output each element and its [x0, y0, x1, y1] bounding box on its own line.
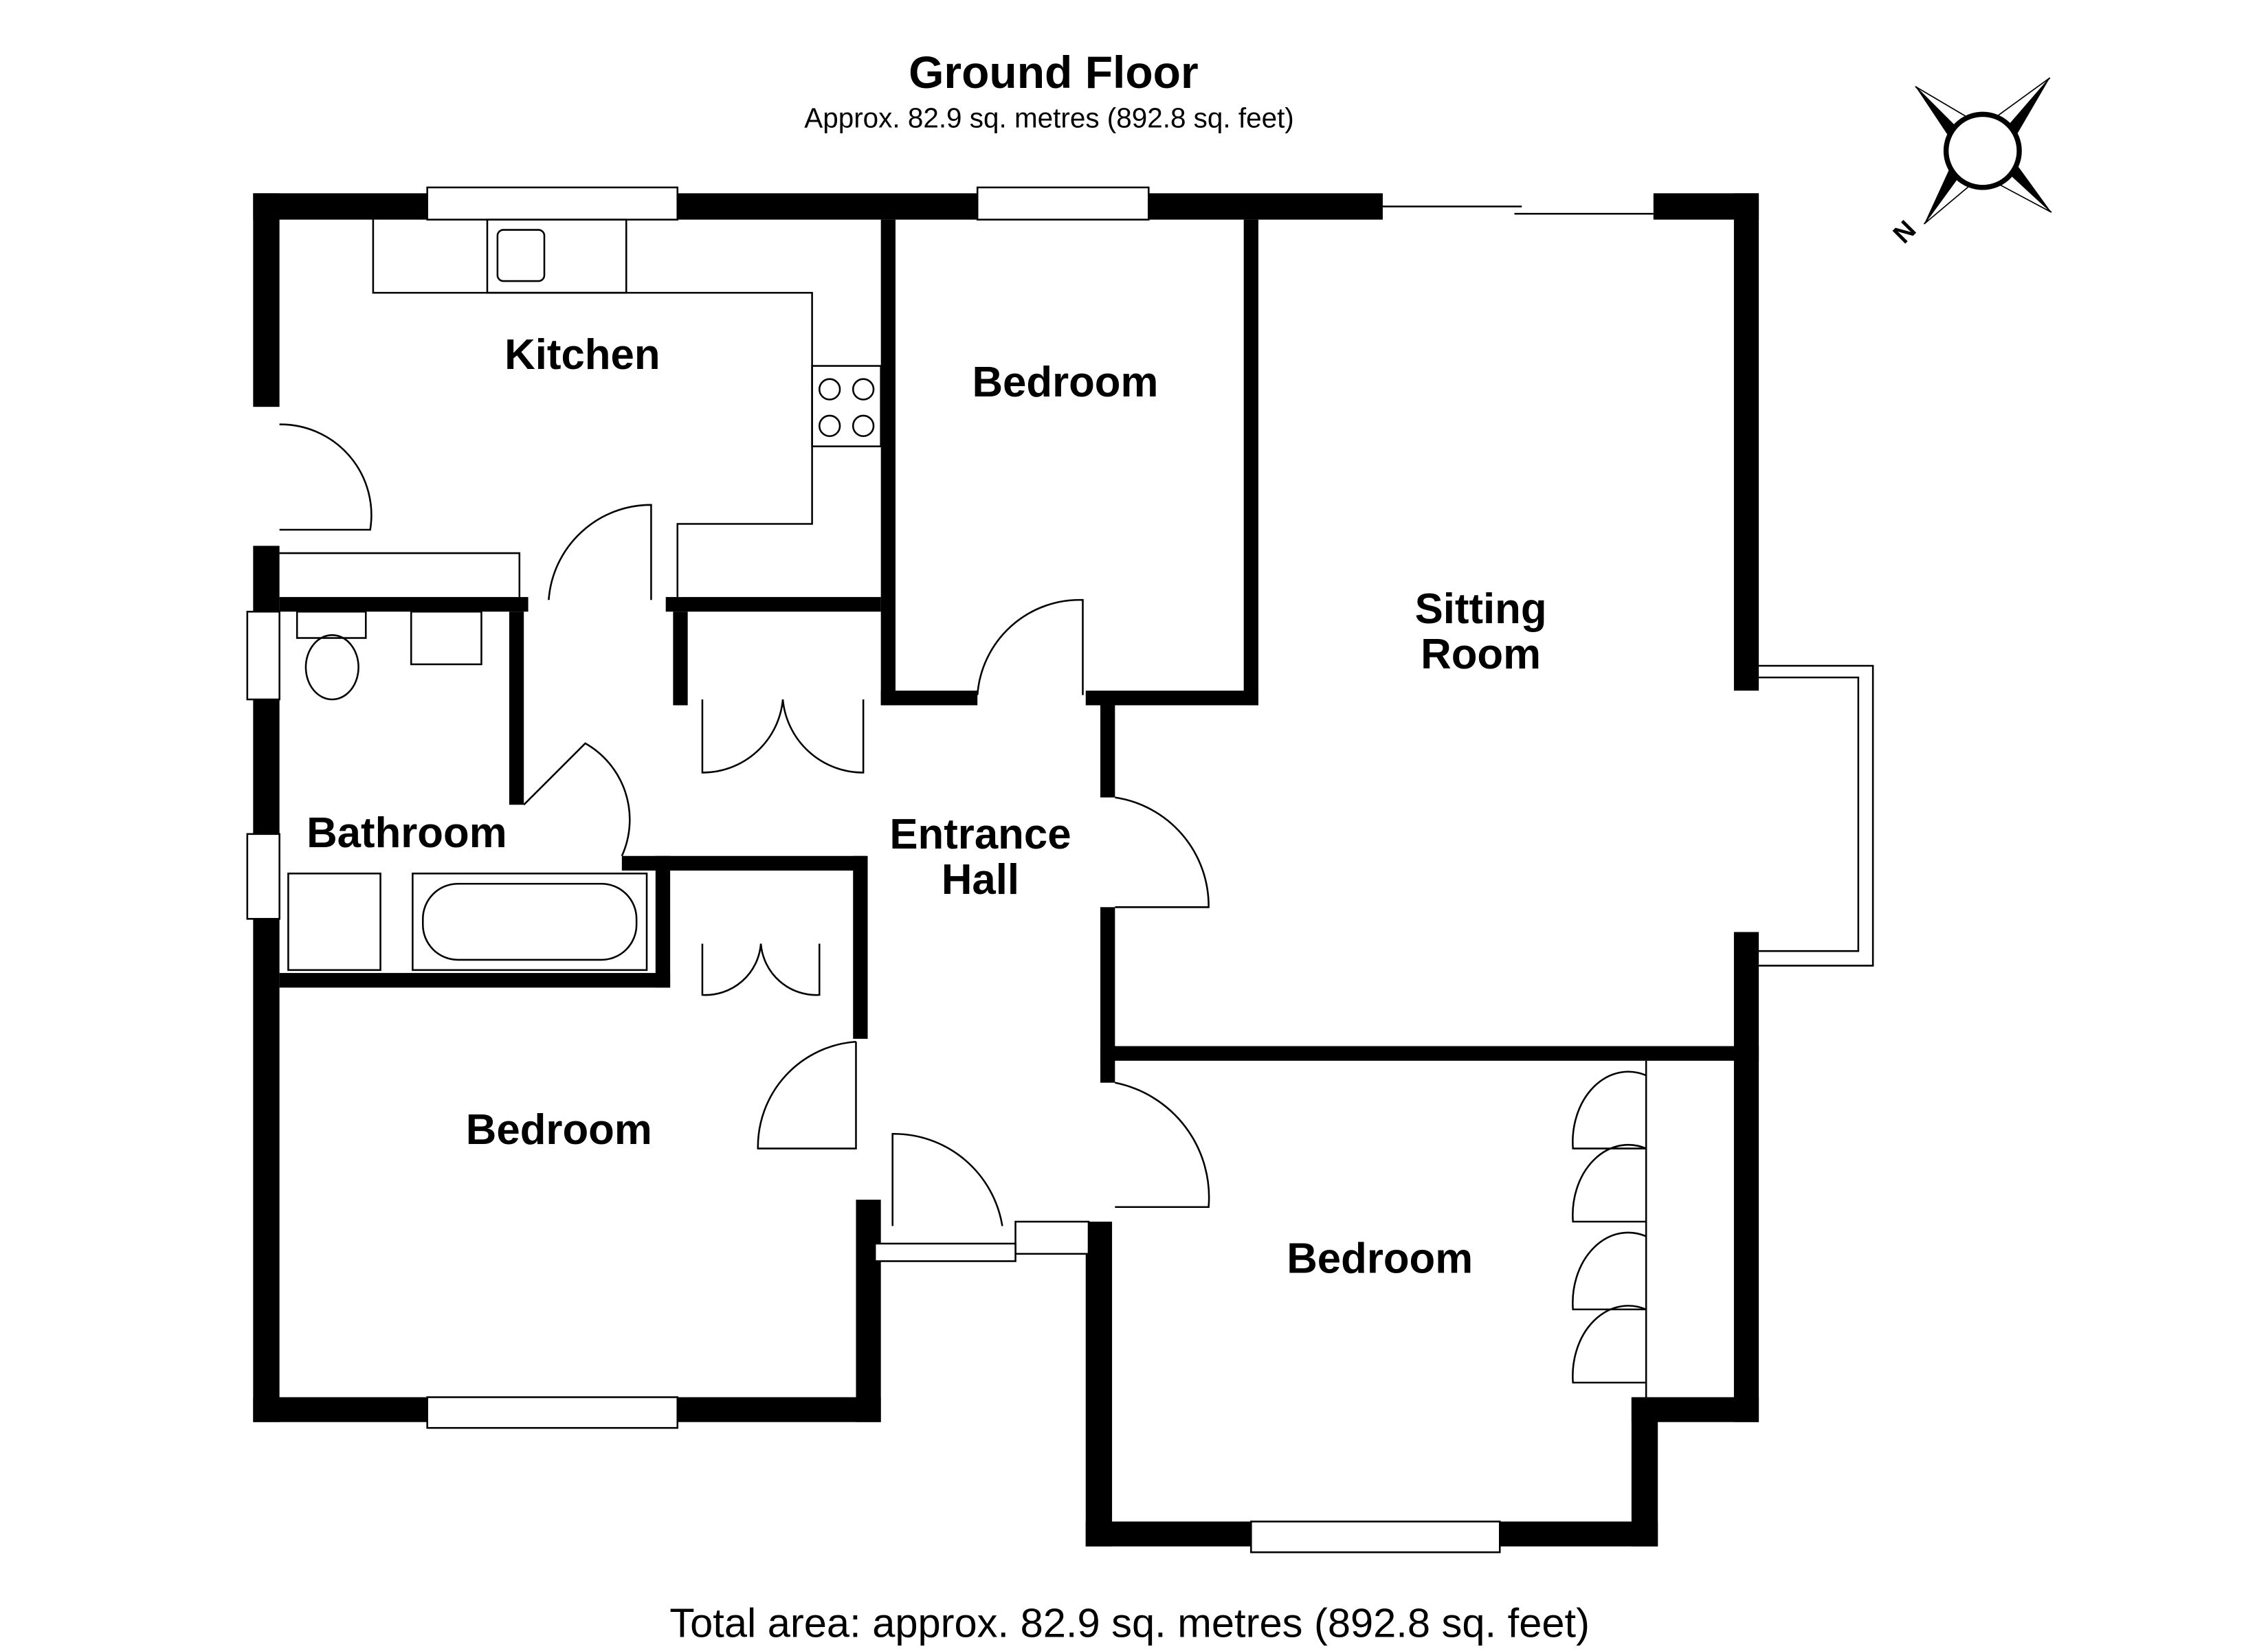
plan-title: Ground Floor [909, 47, 1199, 98]
room-label-hall-2: Hall [942, 856, 1019, 904]
room-label-bedroom-top: Bedroom [972, 359, 1158, 406]
room-label-bedroom-left: Bedroom [466, 1106, 652, 1154]
total-area: Total area: approx. 82.9 sq. metres (892… [669, 1600, 1590, 1646]
plan-subtitle: Approx. 82.9 sq. metres (892.8 sq. feet) [804, 102, 1294, 134]
doors [279, 423, 1647, 1384]
room-label-hall-1: Entrance [889, 811, 1071, 858]
fixtures [279, 218, 1647, 1398]
room-label-sitting-1: Sitting [1415, 585, 1547, 633]
windows [246, 186, 1874, 1553]
room-label-kitchen: Kitchen [504, 331, 660, 379]
walls [253, 193, 1759, 1547]
compass-icon: N [1887, 77, 2052, 249]
room-label-sitting-2: Room [1421, 631, 1541, 678]
room-label-bedroom-right: Bedroom [1287, 1235, 1473, 1283]
room-label-bathroom: Bathroom [307, 809, 507, 857]
compass-north-label: N [1887, 215, 1922, 249]
